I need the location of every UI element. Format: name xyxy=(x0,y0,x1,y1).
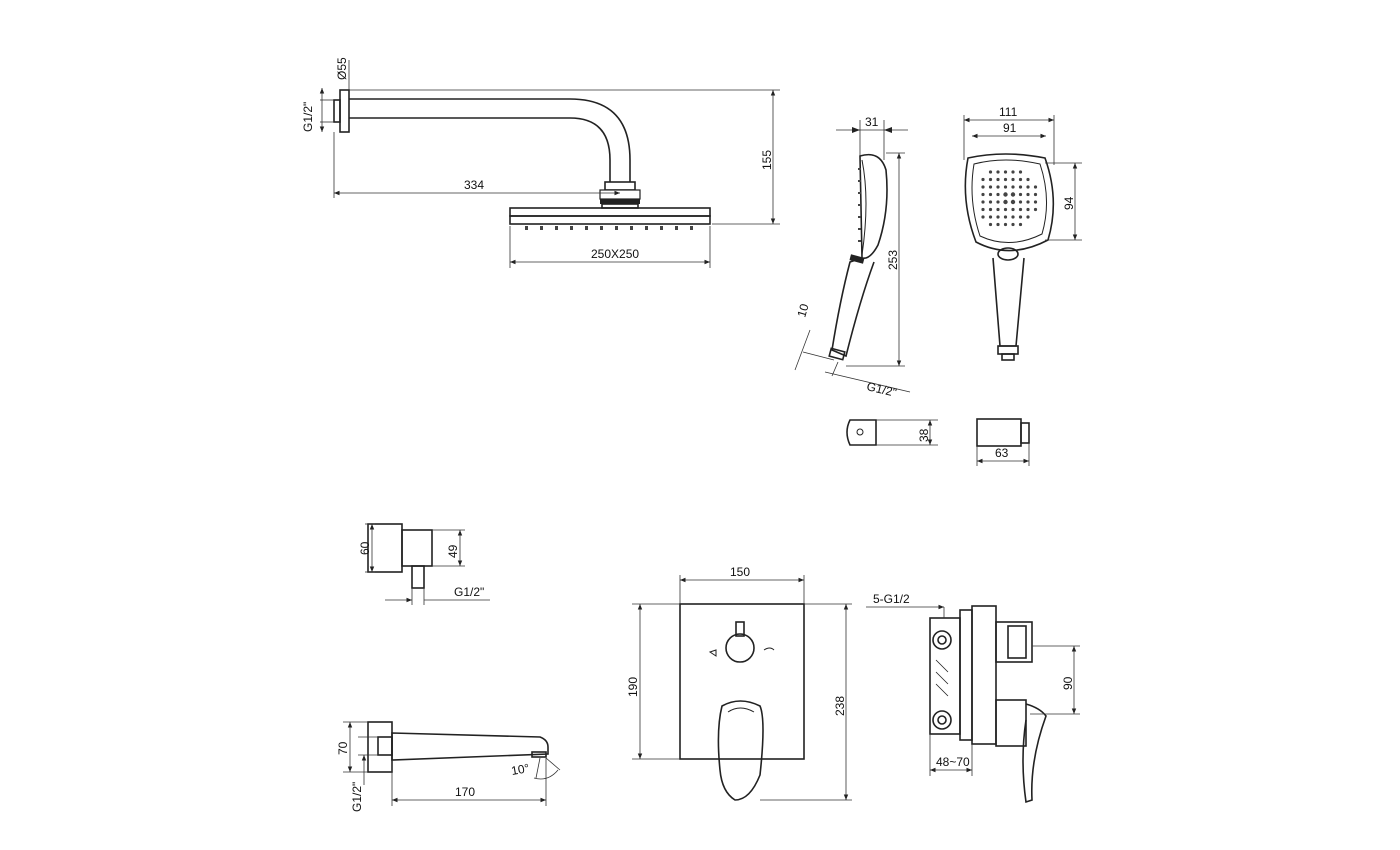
nozzle-dot xyxy=(996,185,1000,189)
nozzle-dot xyxy=(1011,207,1015,212)
dim-install-depth: 48~70 xyxy=(936,755,970,769)
hand-front-nozzles xyxy=(981,170,1038,227)
nozzle-dot xyxy=(1033,200,1038,204)
nozzle-dot xyxy=(1011,177,1015,182)
nozzle-dot xyxy=(1011,222,1015,227)
nozzle-dot xyxy=(996,215,1000,219)
nozzle-dot xyxy=(1026,192,1030,197)
dim-body-ports: 5-G1/2 xyxy=(873,592,910,606)
dim-total-height: 238 xyxy=(833,696,847,716)
nozzle-dot xyxy=(996,207,1000,212)
nozzle-dot xyxy=(1018,215,1023,219)
dim-hand-tip: 10 xyxy=(794,302,811,319)
nozzle-dot xyxy=(988,177,993,182)
dim-body-spacing: 90 xyxy=(1061,676,1075,690)
nozzle-dot xyxy=(988,215,993,219)
dim-spout-thread: G1/2" xyxy=(350,782,364,812)
dim-outlet-inner: 49 xyxy=(446,544,460,558)
dim-arm-thread: G1/2" xyxy=(301,102,315,132)
nozzle-dot xyxy=(1003,177,1008,182)
dim-holder-height: 38 xyxy=(917,428,931,442)
nozzle-dot xyxy=(988,222,993,227)
nozzle-dot xyxy=(1026,200,1030,204)
nozzle-dot xyxy=(1003,170,1008,174)
nozzle-dot xyxy=(1011,170,1015,174)
nozzle-dot xyxy=(1003,185,1008,189)
dim-hand-outer-width: 111 xyxy=(999,105,1018,119)
dim-outlet-height: 60 xyxy=(358,541,372,555)
nozzle-dot xyxy=(996,222,1000,227)
nozzle-dot xyxy=(1003,199,1008,205)
dim-hand-thread: G1/2" xyxy=(865,379,898,399)
spout-view: 70 G1/2" 170 10° xyxy=(336,721,561,812)
nozzle-dot xyxy=(988,200,993,204)
dim-head-size: 250X250 xyxy=(591,247,639,261)
nozzle-dot xyxy=(996,192,1000,197)
nozzle-dot xyxy=(988,185,993,189)
nozzle-dot xyxy=(1026,215,1030,219)
nozzle-dot xyxy=(1026,177,1030,182)
nozzle-dot xyxy=(981,207,985,212)
dim-outlet-thread: G1/2" xyxy=(454,585,484,599)
dim-plate-height: 190 xyxy=(626,677,640,697)
dim-spout-height: 70 xyxy=(336,741,350,755)
dim-holder-width: 63 xyxy=(995,446,1009,460)
nozzle-dot xyxy=(1026,185,1030,189)
nozzle-dot xyxy=(1033,207,1038,212)
nozzle-dot xyxy=(1018,170,1023,174)
mixer-side-view: 5-G1/2 90 48~70 xyxy=(866,592,1080,804)
nozzle-dot xyxy=(1018,200,1023,204)
nozzle-dot xyxy=(996,200,1000,204)
dim-hand-inner-width: 91 xyxy=(1003,121,1017,135)
nozzle-dot xyxy=(1003,222,1008,227)
dim-arm-length: 334 xyxy=(464,178,484,192)
nozzle-dot xyxy=(996,177,1000,182)
shower-arm-view: Ø55 G1/2" 334 155 250X250 xyxy=(301,57,780,268)
nozzle-dot xyxy=(1003,192,1008,197)
nozzle-dot xyxy=(1018,192,1023,197)
nozzle-dot xyxy=(1011,215,1015,219)
dim-spout-angle: 10° xyxy=(510,761,530,778)
nozzle-dot xyxy=(1018,207,1023,212)
nozzle-dot xyxy=(981,185,985,189)
holder-views: 38 63 xyxy=(846,418,1030,466)
hand-shower-front-view: 111 91 94 xyxy=(963,105,1082,361)
nozzle-dot xyxy=(981,200,985,204)
dim-arm-diameter: Ø55 xyxy=(335,57,349,80)
nozzle-dot xyxy=(981,192,985,197)
nozzle-dot xyxy=(981,177,985,182)
nozzle-dot xyxy=(988,192,993,197)
nozzle-dot xyxy=(988,207,993,212)
nozzle-row xyxy=(525,226,693,230)
dim-hand-depth: 31 xyxy=(865,115,879,129)
nozzle-dot xyxy=(1010,192,1016,197)
mixer-front-view: 150 190 238 xyxy=(626,565,852,801)
dim-hand-length: 253 xyxy=(886,250,900,270)
nozzle-dot xyxy=(1003,215,1008,219)
dim-plate-width: 150 xyxy=(730,565,750,579)
nozzle-dot xyxy=(1033,192,1038,197)
nozzle-dot xyxy=(1010,199,1016,205)
nozzle-dot xyxy=(1018,222,1023,227)
nozzle-dot xyxy=(1003,207,1008,212)
nozzle-dot xyxy=(1033,185,1038,189)
dim-arm-drop: 155 xyxy=(760,150,774,170)
nozzle-dot xyxy=(1026,207,1030,212)
nozzle-dot xyxy=(981,215,985,219)
wall-outlet-view: 60 49 G1/2" xyxy=(358,523,490,605)
hand-side-holes xyxy=(858,168,861,242)
nozzle-dot xyxy=(1011,185,1015,189)
dim-hand-head-height: 94 xyxy=(1062,196,1076,210)
nozzle-dot xyxy=(1018,185,1023,189)
hand-shower-side-view: 31 253 10 G1/2" xyxy=(794,115,911,400)
nozzle-dot xyxy=(1018,177,1023,182)
dim-spout-length: 170 xyxy=(455,785,475,799)
nozzle-dot xyxy=(996,170,1000,174)
nozzle-dot xyxy=(988,170,993,174)
